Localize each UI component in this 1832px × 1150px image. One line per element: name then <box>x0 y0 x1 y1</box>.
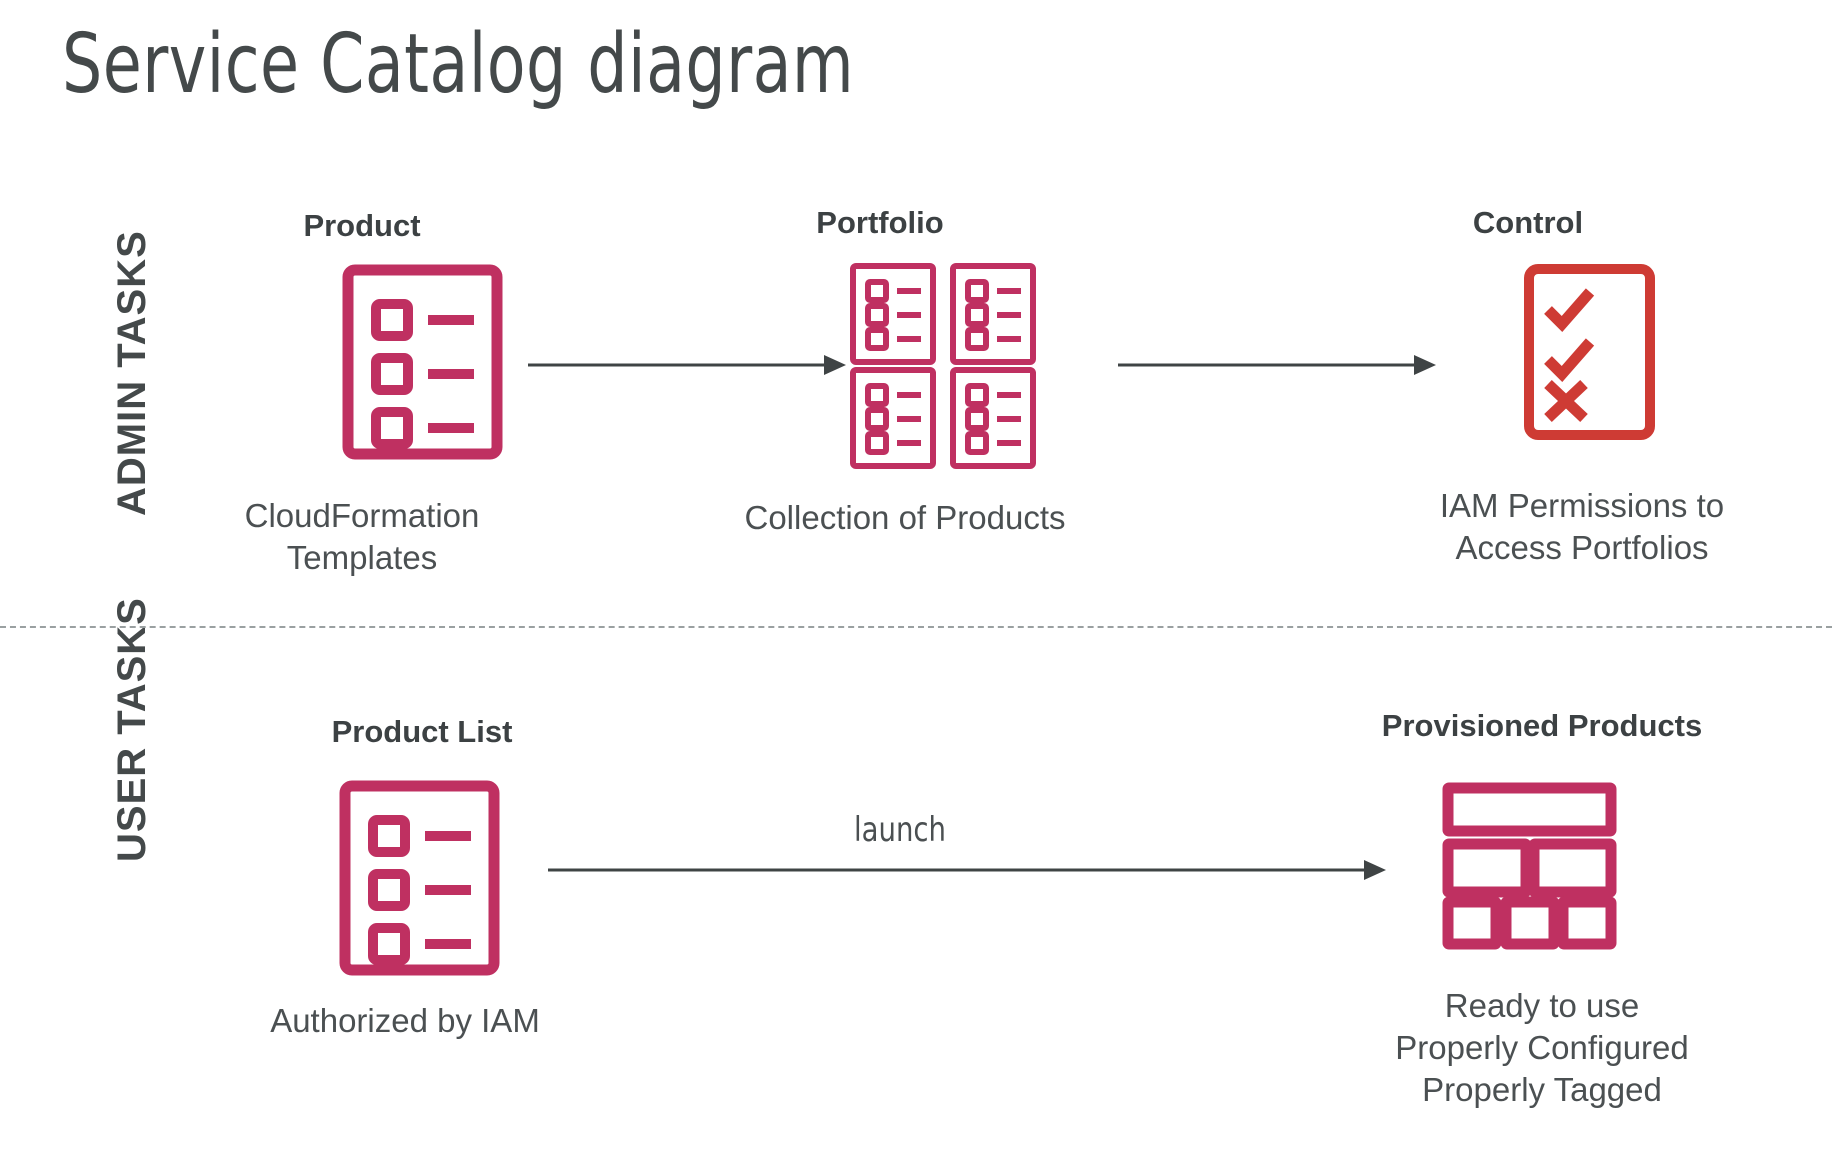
arrow-launch <box>548 855 1388 885</box>
heading-portfolio: Portfolio <box>816 205 944 240</box>
caption-product-list: Authorized by IAM <box>270 1002 540 1039</box>
caption-control: IAM Permissions to Access Portfolios <box>1439 487 1725 567</box>
band-label-user-tasks: USER TASKS <box>110 597 154 862</box>
arrow-portfolio-to-control <box>1118 350 1438 380</box>
arrow-product-to-portfolio <box>528 350 848 380</box>
page-title: Service Catalog diagram <box>62 17 855 112</box>
section-divider <box>0 626 1832 628</box>
provisioned-products-grid-icon <box>1442 782 1617 950</box>
product-checklist-icon <box>340 262 505 462</box>
caption-portfolio: Collection of Products <box>744 499 1066 536</box>
heading-provisioned-products: Provisioned Products <box>1381 708 1703 743</box>
heading-control: Control <box>1472 205 1584 240</box>
caption-product: CloudFormation Templates <box>244 497 480 577</box>
product-list-checklist-icon <box>337 778 502 978</box>
heading-product: Product <box>303 208 421 243</box>
control-checklist-icon <box>1522 262 1657 442</box>
band-label-admin-tasks: ADMIN TASKS <box>110 230 154 516</box>
portfolio-four-products-icon <box>845 258 1045 469</box>
caption-provisioned-products: Ready to use Properly Configured Properl… <box>1395 987 1689 1109</box>
arrow-label-launch: launch <box>853 810 946 850</box>
heading-product-list: Product List <box>331 714 513 749</box>
